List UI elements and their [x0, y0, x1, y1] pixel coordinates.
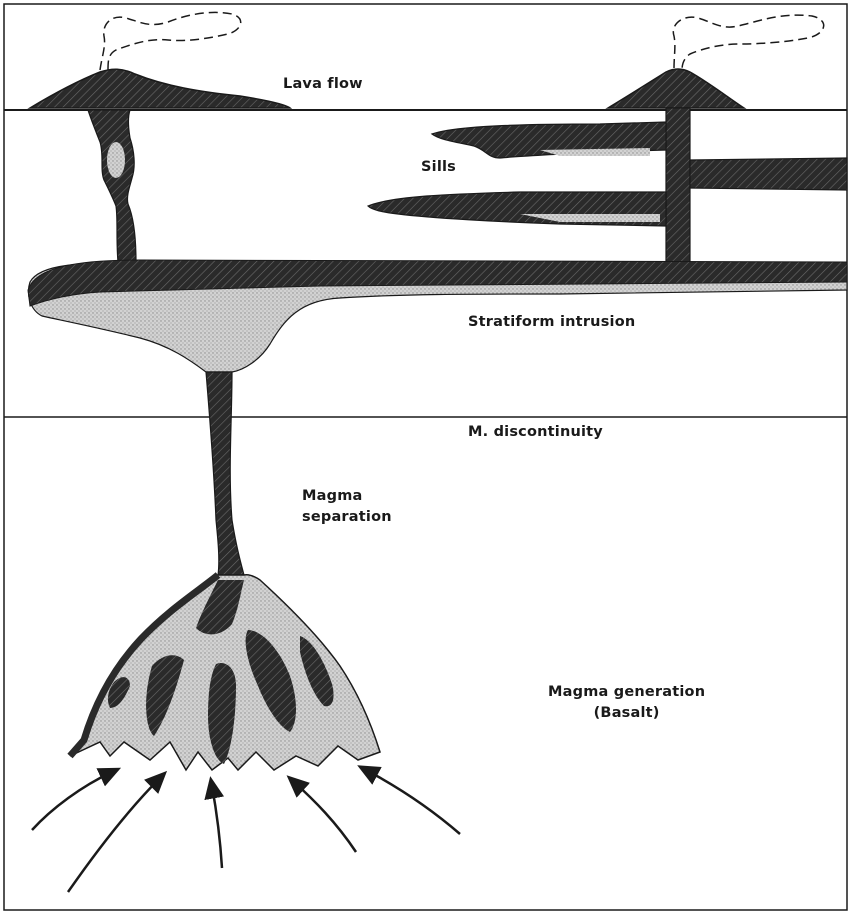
label-sills: Sills	[421, 157, 456, 178]
left-feeder-conduit	[88, 110, 136, 262]
right-volcano-cone	[608, 69, 744, 108]
left-lava-flow	[30, 69, 290, 108]
label-magma-separation: Magma separation	[302, 486, 392, 528]
arrow-2	[68, 778, 160, 892]
arrow-5	[366, 770, 460, 834]
label-magma-generation: Magma generation (Basalt)	[548, 682, 705, 724]
arrow-1	[32, 772, 112, 830]
arrow-3	[212, 786, 222, 868]
arrow-4	[294, 782, 356, 852]
label-magma-generation-line2: (Basalt)	[548, 703, 705, 724]
label-stratiform-intrusion: Stratiform intrusion	[468, 312, 635, 333]
left-volcano	[30, 12, 290, 108]
magma-source-region	[70, 575, 380, 770]
right-upper-sill	[690, 158, 847, 190]
left-volcano-plume	[100, 12, 241, 70]
label-magma-separation-line1: Magma	[302, 486, 392, 507]
stratiform-intrusion	[28, 260, 847, 372]
arrows	[32, 770, 460, 892]
label-magma-separation-line2: separation	[302, 507, 392, 528]
right-volcano-plume	[673, 15, 823, 70]
label-lava-flow: Lava flow	[283, 74, 363, 95]
left-chamber-stipple	[107, 142, 125, 178]
right-dike	[666, 108, 690, 262]
label-m-discontinuity: M. discontinuity	[468, 422, 603, 443]
main-feeder-conduit	[206, 372, 244, 575]
label-magma-generation-line1: Magma generation	[548, 682, 705, 703]
